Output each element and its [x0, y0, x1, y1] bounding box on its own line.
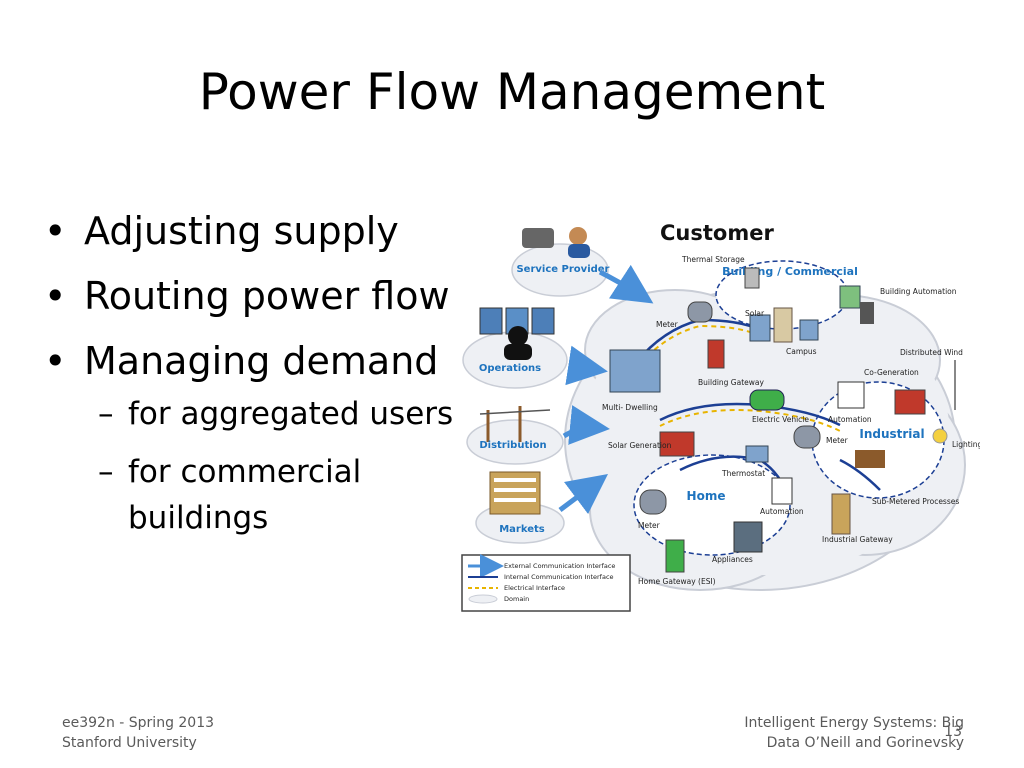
label-electric-vehicle: Electric Vehicle — [752, 415, 809, 424]
label-thermostat: Thermostat — [721, 469, 765, 478]
legend-external: External Communication Interface — [504, 562, 615, 570]
bullet-item: Managing demand — [40, 335, 470, 387]
label-appliances: Appliances — [712, 555, 753, 564]
domain-label-operations: Operations — [479, 363, 541, 374]
bullet-list: Adjusting supply Routing power flow Mana… — [40, 205, 470, 541]
label-solar: Solar — [745, 309, 765, 318]
footer-title-line2: Data O’Neill and Gorinevsky — [766, 735, 964, 751]
page-number: 13 — [944, 724, 962, 740]
footer-course: ee392n - Spring 2013 — [62, 715, 215, 731]
label-sub-metered: Sub-Metered Processes — [872, 497, 959, 506]
device-labels: Thermal Storage Meter Solar Campus Build… — [602, 255, 980, 586]
bullet-item: Adjusting supply — [40, 205, 470, 257]
operations-domain: Operations — [462, 307, 568, 389]
label-thermal-storage: Thermal Storage — [681, 255, 745, 264]
markets-domain: Markets — [475, 471, 565, 544]
service-provider-domain: Service Provider — [511, 227, 610, 297]
footer-left: ee392n - Spring 2013 Stanford University — [62, 713, 214, 753]
sub-bullet-dash: – — [98, 454, 114, 490]
label-building-gateway: Building Gateway — [698, 378, 765, 387]
legend-internal: Internal Communication Interface — [504, 573, 614, 581]
diagram-legend: External Communication Interface Interna… — [461, 554, 631, 612]
label-home-gateway: Home Gateway (ESI) — [638, 577, 716, 586]
bullet-item: Routing power flow — [40, 270, 470, 322]
legend-domain: Domain — [504, 595, 529, 603]
label-co-generation: Co-Generation — [864, 368, 919, 377]
sub-bullet-dash: – — [98, 396, 114, 432]
external-arrows — [558, 264, 654, 515]
label-meter: Meter — [656, 320, 679, 329]
device-icons — [609, 267, 956, 573]
domain-label-service-provider: Service Provider — [516, 264, 609, 275]
sub-bullet-text: for commercial buildings — [128, 454, 362, 536]
label-lighting: Lighting — [952, 440, 980, 449]
label-campus: Campus — [786, 347, 817, 356]
label-meter-industrial: Meter — [826, 436, 849, 445]
domain-label-industrial: Industrial — [859, 427, 924, 441]
diagram-heading: Customer — [660, 221, 774, 245]
sub-bullet-text: for aggregated users — [128, 396, 454, 432]
label-multi-dwelling: Multi- Dwelling — [602, 403, 658, 412]
smart-grid-diagram: Customer Service Provider Operations Dis… — [461, 221, 980, 612]
footer-title-line1: Intelligent Energy Systems: Big — [744, 715, 964, 731]
label-building-automation: Building Automation — [880, 287, 957, 296]
footer-right: Intelligent Energy Systems: Big Data O’N… — [744, 713, 964, 753]
domain-label-home: Home — [687, 489, 726, 503]
domain-label-markets: Markets — [499, 524, 545, 535]
label-automation-home: Automation — [760, 507, 804, 516]
label-meter-home: Meter — [638, 521, 661, 530]
label-automation-industrial: Automation — [828, 415, 872, 424]
label-distributed-wind: Distributed Wind — [900, 348, 963, 357]
slide-title: Power Flow Management — [198, 63, 826, 121]
legend-electrical: Electrical Interface — [504, 584, 565, 592]
sub-bullet-item: – for commercial buildings — [40, 449, 428, 541]
domain-label-building: Building / Commercial — [722, 265, 858, 278]
distribution-domain: Distribution — [466, 406, 564, 465]
footer-university: Stanford University — [62, 735, 197, 751]
sub-bullet-item: – for aggregated users — [40, 391, 470, 437]
label-solar-generation: Solar Generation — [608, 441, 672, 450]
domain-label-distribution: Distribution — [479, 440, 546, 451]
label-industrial-gateway: Industrial Gateway — [822, 535, 893, 544]
